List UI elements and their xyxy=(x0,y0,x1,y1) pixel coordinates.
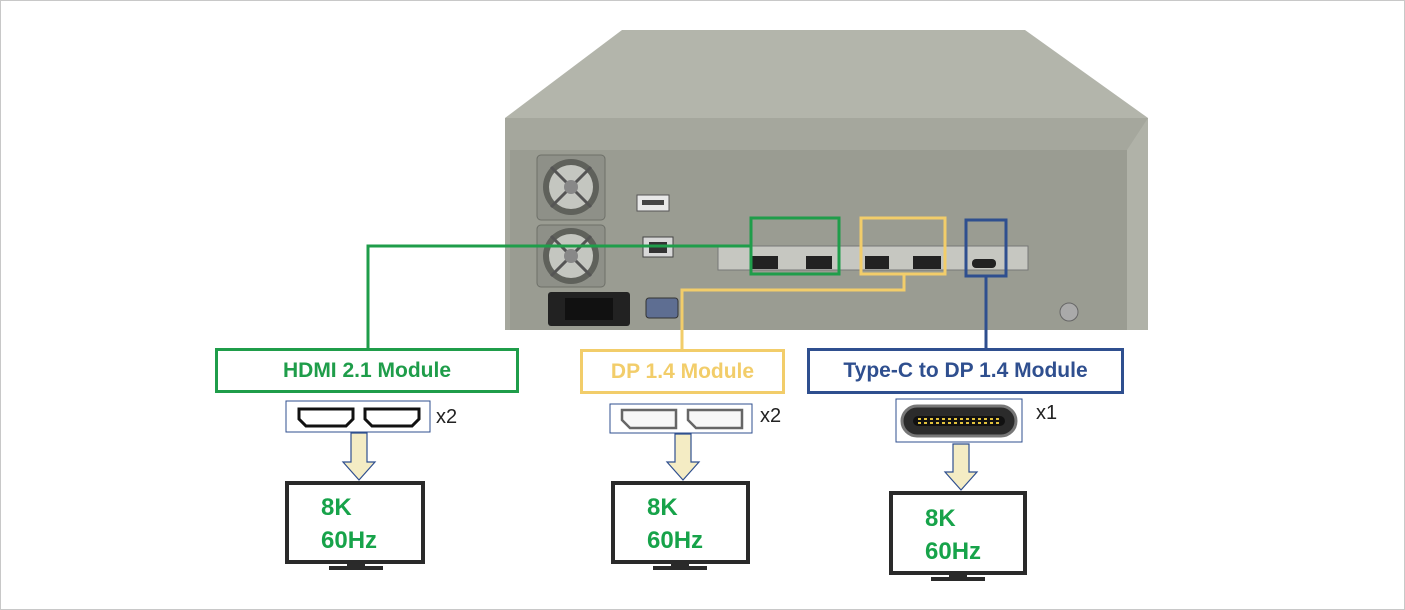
refresh-rate-text: 60Hz xyxy=(925,538,982,565)
usb-c-port-icon xyxy=(972,259,996,268)
hdmi-port-icon xyxy=(297,407,355,428)
monitor-icon xyxy=(889,491,1027,581)
down-arrow-icon xyxy=(341,432,377,481)
resolution-text: 8K xyxy=(647,494,678,521)
dp-connector-line xyxy=(680,274,906,349)
hdmi-connector-line xyxy=(366,244,751,349)
monitor-icon xyxy=(611,481,750,570)
hdmi-port-count: x2 xyxy=(436,406,458,428)
displayport-icon xyxy=(686,408,744,430)
refresh-rate-text: 60Hz xyxy=(647,527,704,554)
typec-module-label: Type-C to DP 1.4 Module xyxy=(807,348,1124,394)
typec-display-resolution: 8K 60Hz xyxy=(925,502,981,568)
dp-module-label: DP 1.4 Module xyxy=(580,349,785,394)
hdmi-port-icon xyxy=(806,256,832,269)
resolution-text: 8K xyxy=(925,505,956,532)
refresh-rate-text: 60Hz xyxy=(321,527,378,554)
dp-display-resolution: 8K 60Hz xyxy=(647,491,703,557)
hdmi-module-label-text: HDMI 2.1 Module xyxy=(282,358,451,382)
displayport-icon xyxy=(865,256,889,269)
dp-port-count: x2 xyxy=(760,405,782,427)
down-arrow-icon xyxy=(665,433,701,481)
hdmi-module-label: HDMI 2.1 Module xyxy=(215,348,519,393)
hdmi-port-icon xyxy=(752,256,778,269)
typec-port-count: x1 xyxy=(1036,402,1058,424)
dc-jack-icon xyxy=(1059,302,1079,322)
down-arrow-icon xyxy=(943,443,979,491)
hdmi-display-resolution: 8K 60Hz xyxy=(321,491,377,557)
dp-module-label-text: DP 1.4 Module xyxy=(610,359,755,383)
cooling-fan-icon xyxy=(536,154,606,221)
cooling-fan-icon xyxy=(536,224,606,288)
displayport-icon xyxy=(620,408,678,430)
resolution-text: 8K xyxy=(321,494,352,521)
device-chassis xyxy=(505,30,1148,330)
hdmi-port-icon xyxy=(363,407,421,428)
vga-port-icon xyxy=(645,297,679,319)
displayport-icon xyxy=(913,256,941,269)
typec-module-label-text: Type-C to DP 1.4 Module xyxy=(843,359,1088,382)
monitor-icon xyxy=(285,481,425,570)
